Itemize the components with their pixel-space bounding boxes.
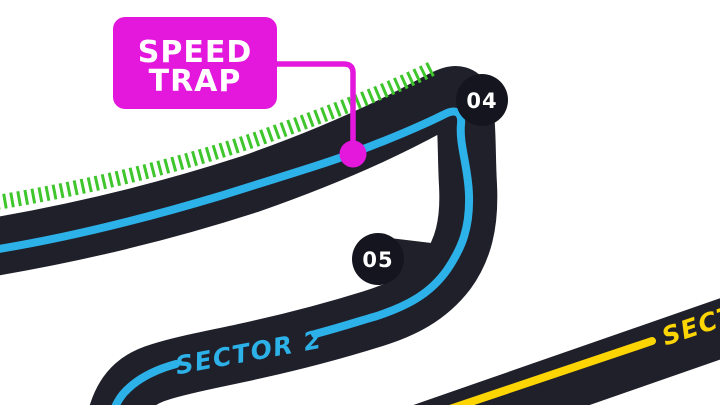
corner-05-circle — [352, 233, 404, 285]
speed-trap-label-line1: SPEED — [138, 35, 252, 70]
speed-trap-connector-line — [273, 61, 356, 146]
corner-04-label: 04 — [466, 89, 497, 113]
speed-trap-callout: SPEED TRAP — [113, 17, 367, 168]
corner-marker-05: 05 — [352, 233, 404, 285]
speed-trap-label-line2: TRAP — [149, 64, 242, 99]
track-band-sector3 — [414, 298, 720, 405]
racing-line-sector3 — [449, 337, 656, 405]
corner-04-circle — [456, 74, 508, 126]
corner-marker-04: 04 — [456, 74, 508, 126]
speed-trap-marker-dot — [339, 140, 367, 168]
corner-05-label: 05 — [362, 248, 393, 272]
speed-trap-label-box — [113, 17, 277, 109]
racing-line-sector2-main — [0, 107, 474, 338]
